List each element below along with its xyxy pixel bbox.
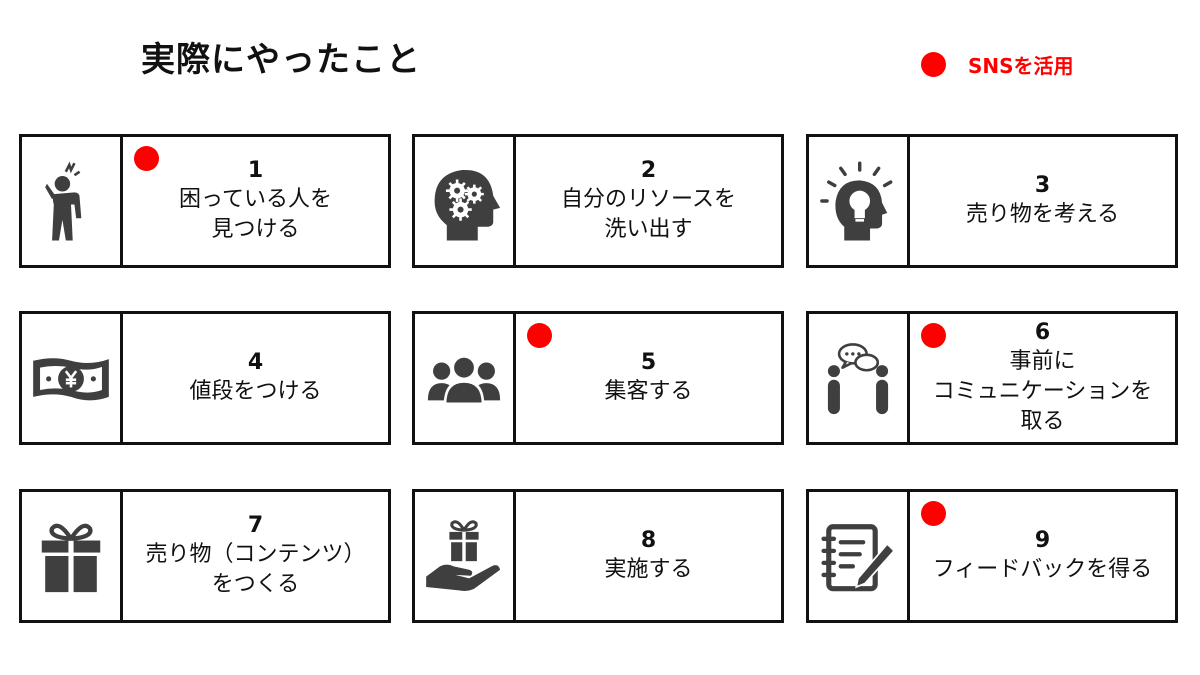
- step-label-line: をつくる: [211, 572, 300, 597]
- step-card-4: 4 値段をつける: [19, 311, 391, 445]
- crowd-icon: [427, 355, 501, 406]
- head-gears-icon: [434, 169, 501, 241]
- step-card-5: 5 集客する: [412, 311, 784, 445]
- step-icon-cell: [809, 492, 910, 620]
- gift-box-icon: [41, 523, 101, 593]
- step-number: 9: [1034, 528, 1051, 553]
- sns-marker-dot: [527, 323, 552, 348]
- step-number: 1: [247, 158, 264, 183]
- step-label-line: フィードバックを得る: [932, 557, 1153, 582]
- notepad-pen-icon: [821, 524, 896, 592]
- step-card-2: 2 自分のリソースを 洗い出す: [412, 134, 784, 268]
- step-card-6: 6 事前に コミュニケーションを 取る: [806, 311, 1178, 445]
- step-number: 2: [640, 158, 657, 183]
- legend: SNSを活用: [921, 50, 1074, 79]
- step-icon-cell: [809, 137, 910, 265]
- step-text-cell: 6 事前に コミュニケーションを 取る: [910, 314, 1175, 442]
- step-text-cell: 5 集客する: [516, 314, 781, 442]
- step-number: 7: [247, 513, 264, 538]
- step-icon-cell: [415, 137, 516, 265]
- hand-gift-icon: [426, 520, 501, 591]
- head-lightbulb-icon: [820, 161, 893, 241]
- step-icon-cell: [22, 492, 123, 620]
- step-label-line: 売り物を考える: [965, 202, 1120, 227]
- step-number: 3: [1034, 173, 1051, 198]
- step-label-line: 実施する: [604, 557, 693, 582]
- step-number: 5: [640, 350, 657, 375]
- step-label-line: 見つける: [211, 217, 300, 242]
- step-number: 4: [247, 350, 264, 375]
- step-card-1: 1 困っている人を 見つける: [19, 134, 391, 268]
- sns-marker-dot: [134, 146, 159, 171]
- step-label-line: 困っている人を: [179, 187, 332, 212]
- step-icon-cell: [415, 314, 516, 442]
- sns-legend-dot: [921, 52, 946, 77]
- step-text-cell: 4 値段をつける: [123, 314, 388, 442]
- step-icon-cell: [22, 314, 123, 442]
- step-card-9: 9 フィードバックを得る: [806, 489, 1178, 623]
- step-text-cell: 8 実施する: [516, 492, 781, 620]
- step-text-cell: 9 フィードバックを得る: [910, 492, 1175, 620]
- step-label-line: 事前に: [1009, 349, 1076, 374]
- sns-marker-dot: [921, 501, 946, 526]
- step-icon-cell: [809, 314, 910, 442]
- step-text-cell: 1 困っている人を 見つける: [123, 137, 388, 265]
- step-icon-cell: [415, 492, 516, 620]
- step-number: 6: [1034, 320, 1051, 345]
- page-title: 実際にやったこと: [141, 40, 421, 80]
- step-card-7: 7 売り物（コンテンツ） をつくる: [19, 489, 391, 623]
- step-label-line: 集客する: [604, 379, 693, 404]
- step-icon-cell: [22, 137, 123, 265]
- step-label-line: 自分のリソースを: [561, 187, 736, 212]
- sns-marker-dot: [921, 323, 946, 348]
- step-label-line: 取る: [1020, 409, 1065, 434]
- step-text-cell: 7 売り物（コンテンツ） をつくる: [123, 492, 388, 620]
- step-text-cell: 3 売り物を考える: [910, 137, 1175, 265]
- step-number: 8: [640, 528, 657, 553]
- step-label-line: 値段をつける: [189, 379, 322, 404]
- step-label-line: コミュニケーションを: [932, 379, 1153, 404]
- conversation-icon: [827, 343, 889, 415]
- yen-banknote-icon: [33, 358, 109, 401]
- step-card-8: 8 実施する: [412, 489, 784, 623]
- step-card-3: 3 売り物を考える: [806, 134, 1178, 268]
- step-label-line: 洗い出す: [604, 217, 693, 242]
- troubled-person-icon: [45, 161, 82, 241]
- step-label-line: 売り物（コンテンツ）: [145, 542, 366, 567]
- legend-label: SNSを活用: [968, 54, 1074, 78]
- step-text-cell: 2 自分のリソースを 洗い出す: [516, 137, 781, 265]
